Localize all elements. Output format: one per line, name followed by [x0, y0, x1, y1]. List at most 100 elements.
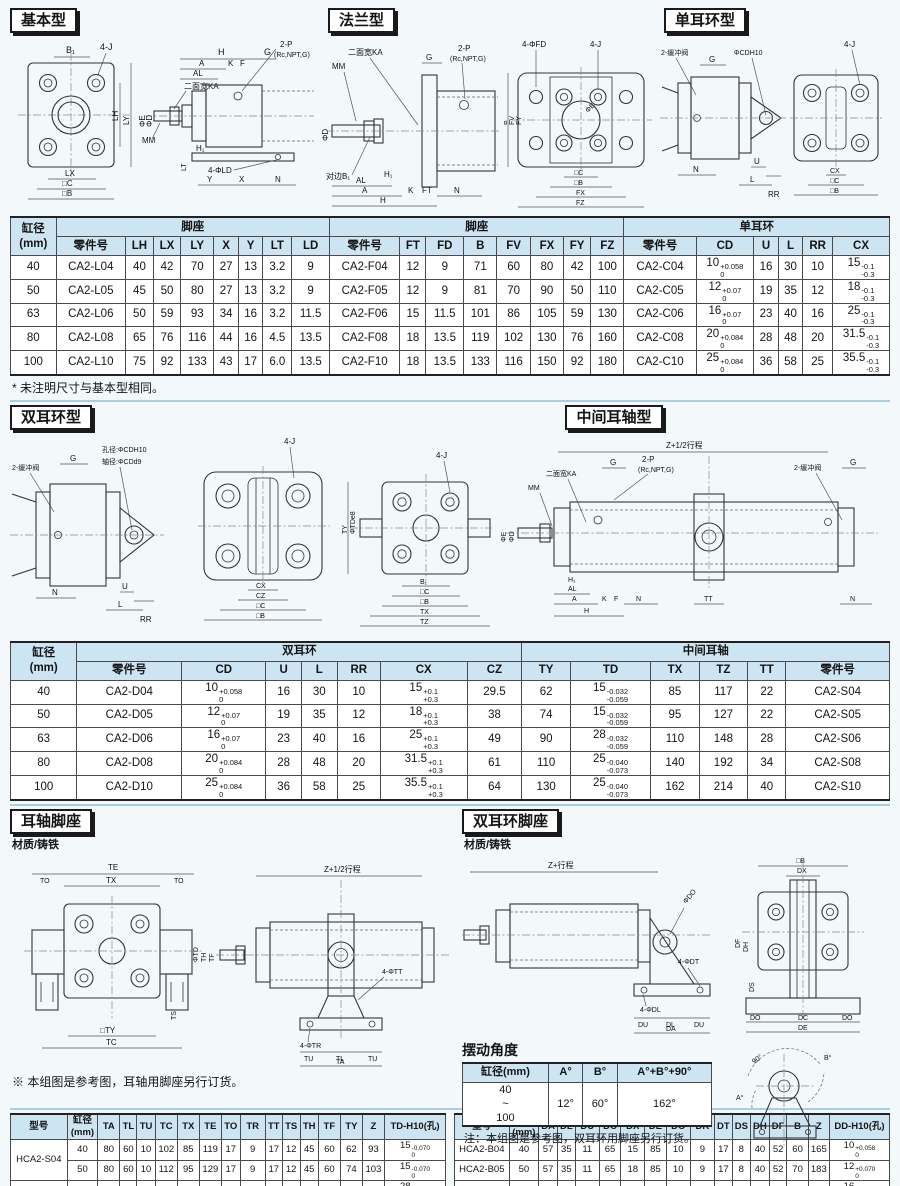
table-cell: 102 [154, 1139, 178, 1161]
column-header: CX [379, 660, 468, 681]
table-cell: 192 [698, 751, 749, 776]
table-cell: 11.5 [425, 302, 465, 328]
dimension-label: ΦD [322, 129, 330, 141]
dimension-label: RR [140, 615, 152, 624]
table-cell: 42 [152, 255, 182, 280]
dimension-label: LX [65, 169, 75, 178]
table-cell: 130 [521, 774, 571, 801]
dimension-label: H [380, 196, 386, 205]
table-cell: 15-0.1-0.3 [832, 255, 890, 280]
table-cell: 50 [10, 278, 57, 304]
dimension-label: □B [420, 599, 429, 606]
table-cell: 112 [154, 1159, 178, 1182]
dimension-label: LH [111, 111, 120, 121]
table-cell: CA2-S05 [785, 703, 890, 729]
column-header: 缸径(mm) [462, 1062, 549, 1083]
table-cell: 17 [714, 1159, 733, 1182]
table-cell: 10 [136, 1139, 156, 1161]
dimension-label: 2-P [280, 40, 292, 49]
table-cell: 196 [807, 1180, 830, 1186]
table-cell: CA2-S06 [785, 727, 890, 752]
table-cell: 4.5 [262, 326, 293, 351]
column-header: A° [547, 1062, 584, 1083]
column-header: LT [262, 236, 293, 256]
table-cell: 40 [557, 1180, 576, 1186]
dimension-label: □B [796, 858, 805, 865]
column-header: TX [650, 660, 700, 681]
table-cell: 119 [198, 1139, 222, 1161]
dimension-label: DF [735, 938, 742, 947]
column-header: TX [176, 1112, 200, 1141]
table-cell: 23 [753, 302, 779, 328]
table-cell: 90 [529, 278, 565, 304]
center-trunnion-type-section: 中间耳轴型 4-J TY ΦTDe8 B₁ □C □B [340, 404, 888, 640]
column-header: TS [281, 1112, 301, 1141]
table-cell: 27 [213, 255, 239, 280]
table-cell: 63 [508, 1180, 540, 1186]
column-header: B [786, 1112, 809, 1141]
table-cell: 70 [119, 1180, 138, 1186]
table-cell: 90 [339, 1180, 363, 1186]
mid-diagram-row: 双耳环型 2-缓冲阀 G 孔径:ΦCDH10 轴径:ΦCDd9 N [10, 404, 890, 641]
table-cell: 30 [300, 679, 338, 705]
dimension-label: G [610, 458, 616, 467]
dimension-label: TF [209, 953, 216, 962]
column-header: DD-H10(孔) [828, 1112, 891, 1141]
dimension-label: N [693, 165, 699, 174]
table-cell: 10 [136, 1159, 156, 1182]
dimension-label: ΦTDe8 [350, 511, 357, 534]
table-cell: 52 [768, 1139, 788, 1161]
table-cell: 16 [802, 302, 834, 328]
table-cell: 11 [574, 1159, 600, 1182]
table-cell: CA2-C05 [623, 278, 697, 304]
dimension-label: H₁ [568, 577, 576, 584]
section-title-tfoot: 耳轴脚座 [10, 808, 93, 834]
column-header: CZ [466, 660, 523, 681]
table-cell: 17 [220, 1159, 241, 1182]
dimension-label: □B [830, 188, 839, 195]
table-cell: 165 [807, 1139, 830, 1161]
dimension-label: G [70, 454, 76, 463]
table-cell: 162° [616, 1081, 713, 1127]
dimension-label: TO [40, 878, 50, 885]
table-cell: 11 [689, 1180, 716, 1186]
table-cell: 12° [547, 1081, 584, 1127]
table-cell: 60 [119, 1139, 138, 1161]
dimension-label: DL [666, 1022, 675, 1029]
divider [10, 1107, 890, 1110]
column-header: CD [181, 660, 267, 681]
table-cell: 13.5 [574, 1180, 600, 1186]
table-cell: 105 [529, 302, 565, 328]
table-cell: 92 [563, 349, 592, 376]
table-cell: 12 [281, 1139, 301, 1161]
table-cell: 12 [399, 255, 427, 280]
table-cell: 100 [9, 774, 78, 801]
table-cell: 18 [399, 349, 427, 376]
dimension-label: N [636, 596, 641, 603]
column-header: L [300, 660, 338, 681]
dimension-label: 2-缓冲阀 [12, 463, 39, 472]
table-cell: 8 [731, 1139, 751, 1161]
dimension-label: DO [750, 1015, 761, 1022]
table-cell: 6.0 [262, 349, 293, 376]
dimension-label: (Rc,NPT,G) [274, 52, 310, 59]
table-cell: 80 [9, 751, 78, 776]
table-cell: 48 [777, 326, 804, 351]
table-cell: 102 [496, 326, 531, 351]
dimension-label: DO [842, 1015, 853, 1022]
double-clevis-bracket-section: 双耳环脚座 材质/铸铁 Z+行程 ΦDO 4-ΦDT [462, 808, 890, 1150]
dimension-label: 2-缓冲阀 [794, 463, 821, 472]
dimension-label: (Rc,NPT,G) [638, 467, 674, 474]
table-cell: 11.5 [291, 302, 330, 328]
column-header: 零件号 [785, 660, 890, 681]
column-header: TA [97, 1112, 121, 1141]
table-cell: CA2-L06 [55, 302, 126, 328]
table-cell: 25 [336, 774, 381, 801]
table-cell: 11 [239, 1180, 266, 1186]
table-cell: 13.5 [291, 326, 330, 351]
